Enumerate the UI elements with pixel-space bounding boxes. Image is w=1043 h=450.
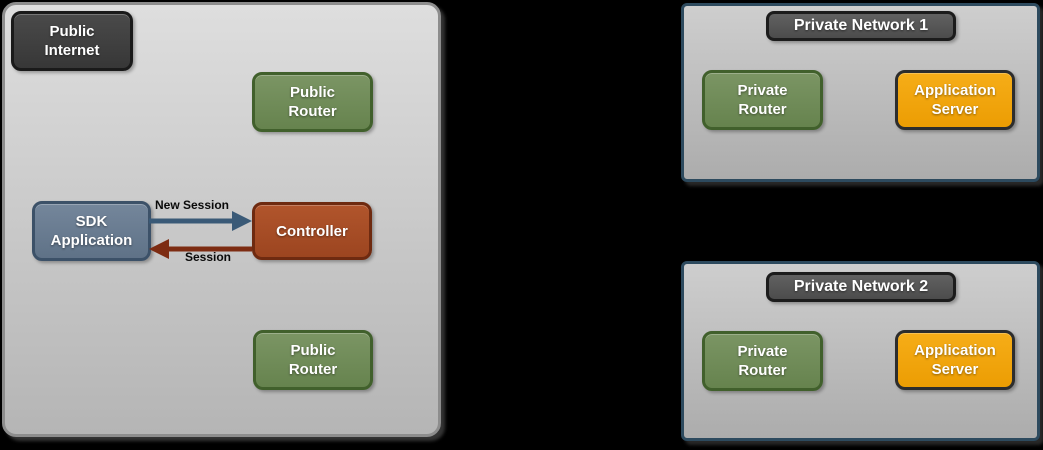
private-network-2-container: Private Network 2 Private Router Applica…	[681, 261, 1040, 441]
public-router-top-node: Public Router	[252, 72, 373, 132]
application-server-2-node: Application Server	[895, 330, 1015, 390]
private-network-1-title: Private Network 1	[766, 11, 956, 41]
session-arrows	[149, 211, 252, 259]
private-network-2-title: Private Network 2	[766, 272, 956, 302]
session-arrow	[149, 239, 252, 259]
session-arrow-label: Session	[184, 250, 232, 264]
private-network-1-container: Private Network 1 Private Router Applica…	[681, 3, 1040, 182]
public-internet-container: Public Internet Public Router SDK Applic…	[2, 2, 441, 437]
new-session-arrow	[149, 211, 252, 231]
sdk-application-node: SDK Application	[32, 201, 151, 261]
public-router-bottom-node: Public Router	[253, 330, 373, 390]
private-router-2-node: Private Router	[702, 331, 823, 391]
application-server-1-node: Application Server	[895, 70, 1015, 130]
private-router-1-node: Private Router	[702, 70, 823, 130]
new-session-arrow-label: New Session	[154, 198, 230, 212]
controller-node: Controller	[252, 202, 372, 260]
public-internet-label-box: Public Internet	[11, 11, 133, 71]
